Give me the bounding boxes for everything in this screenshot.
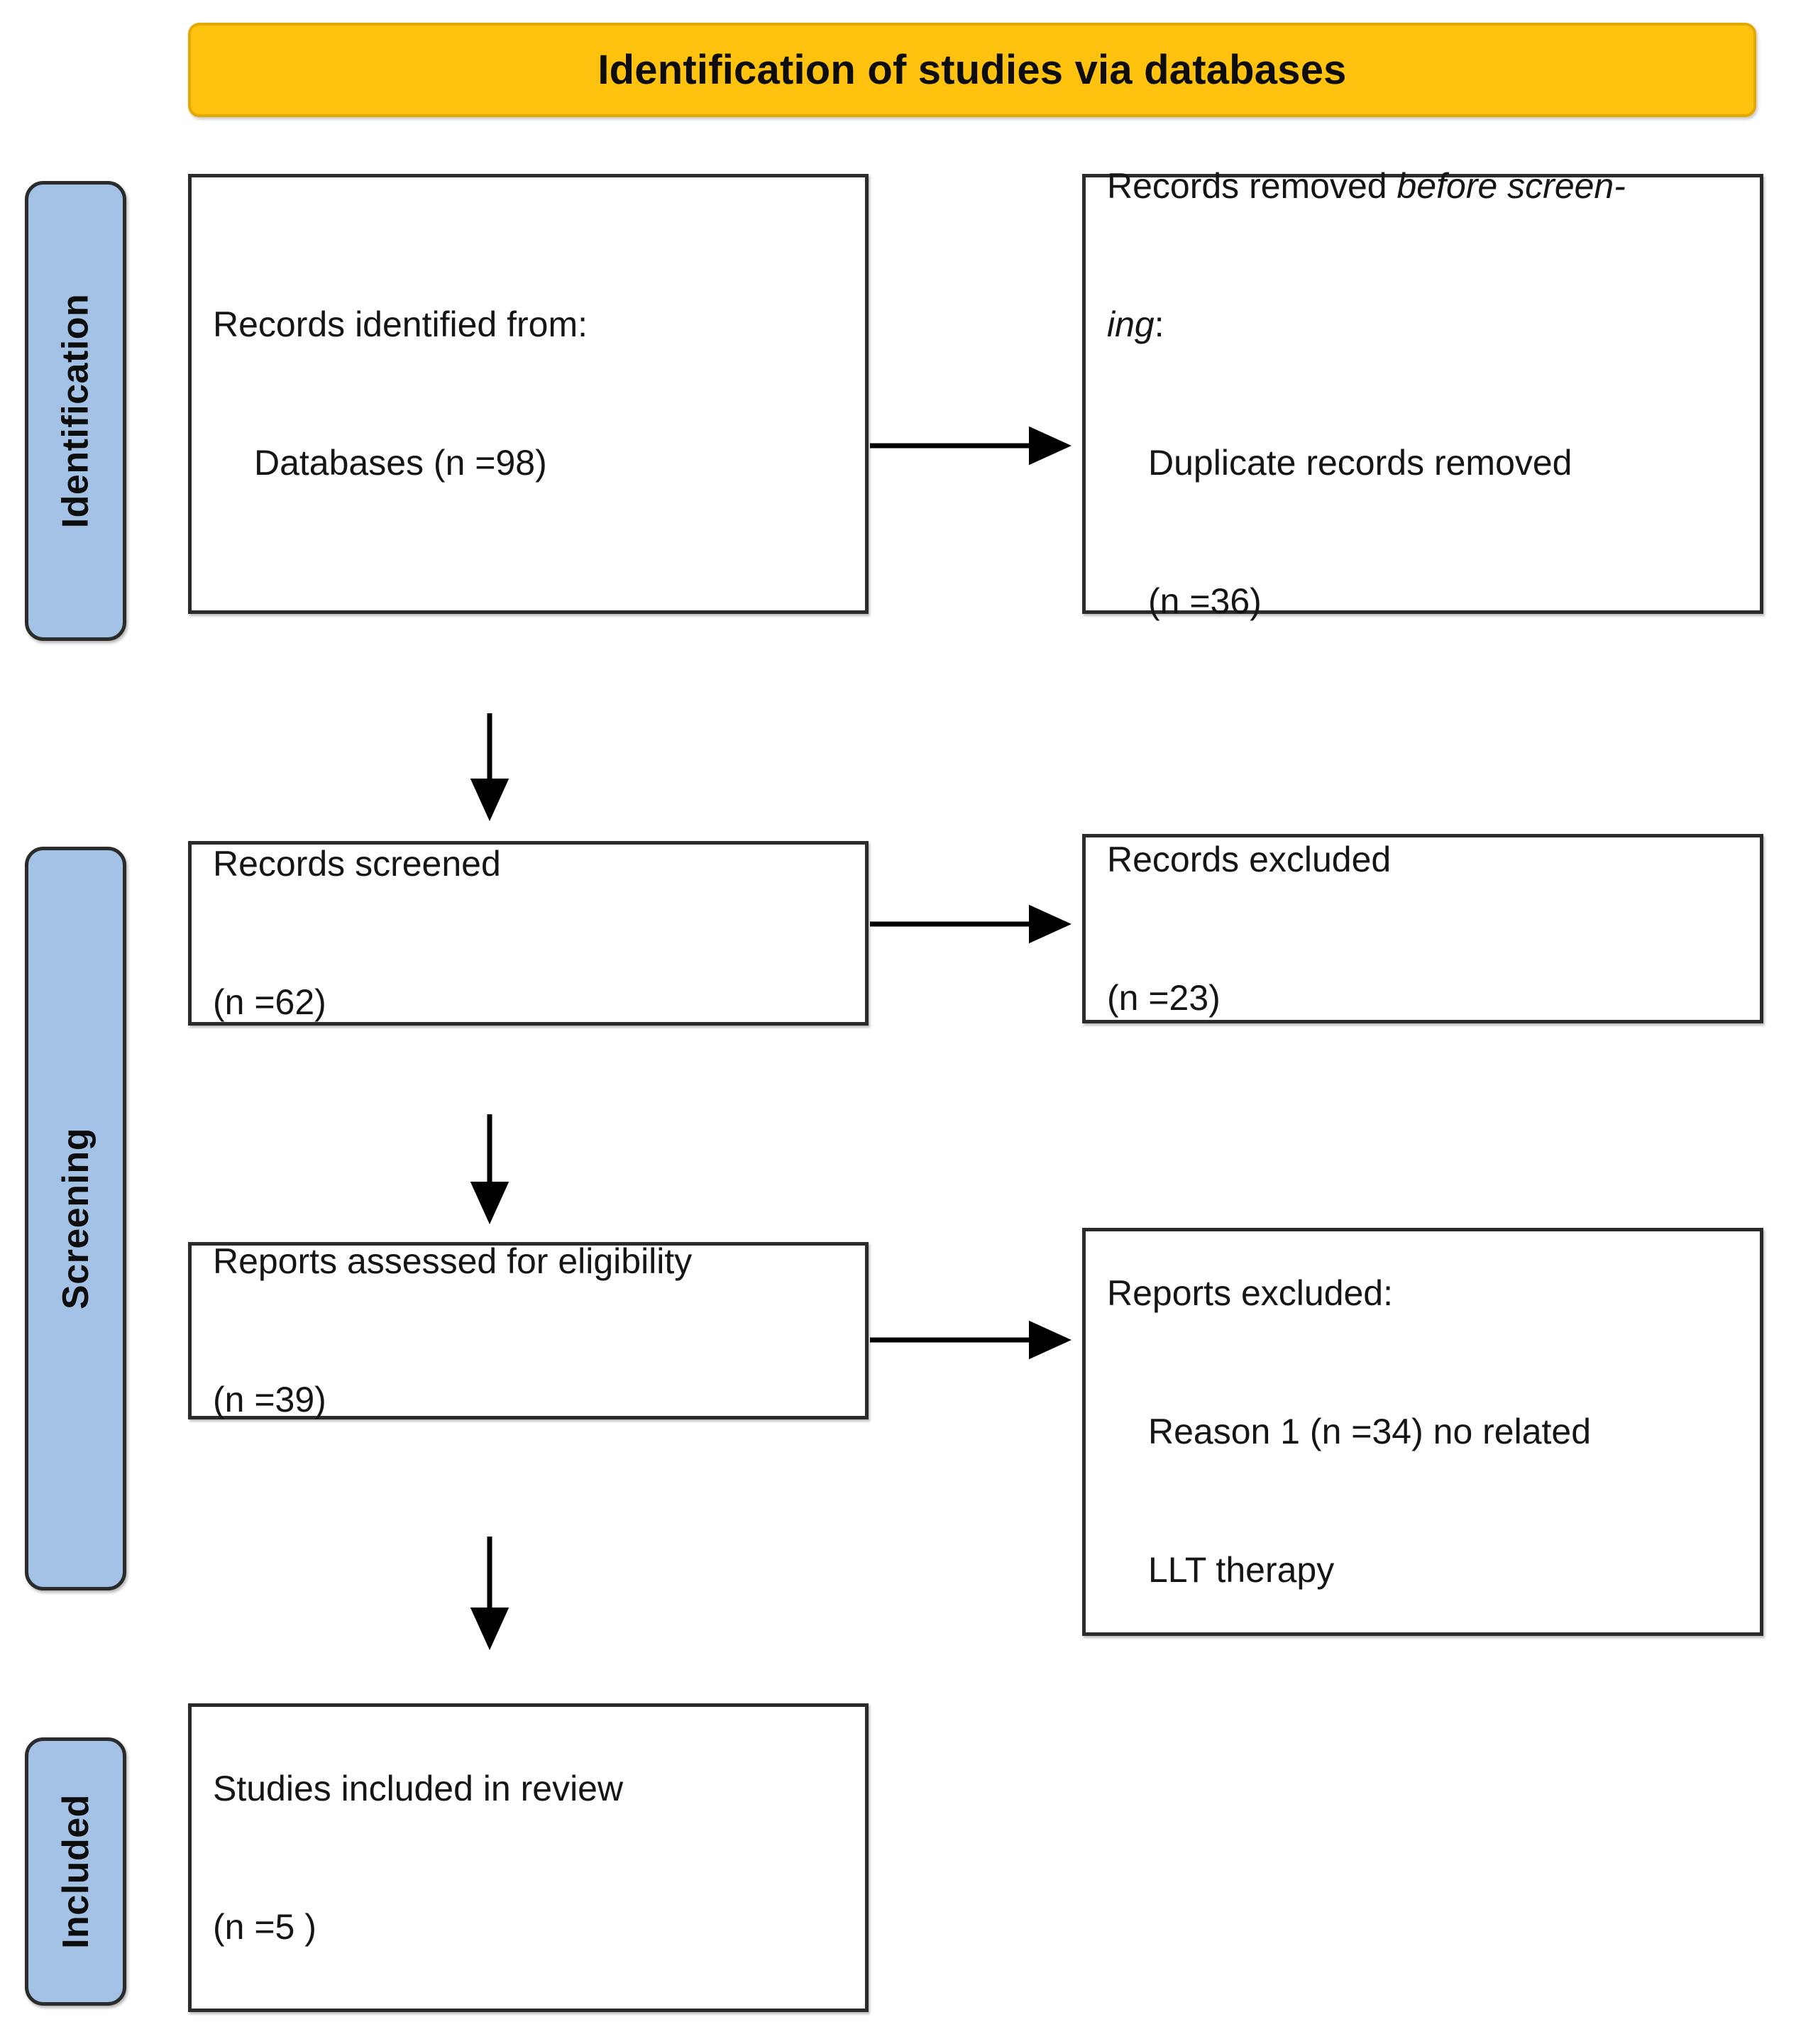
records-screened-label: Records screened (213, 844, 501, 884)
stage-tab-identification: Identification (25, 181, 126, 641)
diagram-header-banner: Identification of studies via databases (188, 23, 1756, 117)
box-studies-included-text: Studies included in review (n =5 ) (213, 1674, 844, 2043)
studies-included-count: (n =5 ) (213, 1906, 316, 1947)
duplicate-records-removed-count: (n =36) (1148, 581, 1262, 621)
records-removed-line-4: (n =36) (1107, 578, 1739, 625)
records-excluded-label: Records excluded (1107, 839, 1392, 879)
records-removed-colon: : (1154, 304, 1164, 344)
duplicate-records-removed-label: Duplicate records removed (1148, 443, 1572, 483)
box-records-identified: Records identified from: Databases (n =9… (188, 174, 869, 614)
records-removed-line-3: Duplicate records removed (1107, 440, 1739, 486)
box-records-removed-before-screening: Records removed before screen- ing: Dupl… (1082, 166, 1763, 621)
reports-excluded-reason-1-text: Reason 1 (n =34) no related (1148, 1412, 1592, 1451)
box-studies-included-in-review: Studies included in review (n =5 ) (188, 1703, 869, 2012)
box-reports-assessed-for-eligibility: Reports assessed for eligibility (n =39) (188, 1241, 869, 1419)
reports-excluded-reason-1-cont: LLT therapy (1107, 1547, 1739, 1593)
stage-tab-included: Included (25, 1737, 126, 2006)
box-reports-excluded: Reports excluded: Reason 1 (n =34) no re… (1082, 1228, 1763, 1636)
box-records-excluded-text: Records excluded (n =23) (1107, 744, 1739, 1114)
reports-excluded-reason-1: Reason 1 (n =34) no related (1107, 1409, 1739, 1455)
reports-assessed-label: Reports assessed for eligibility (213, 1241, 693, 1281)
records-removed-emphasis-2: ing (1107, 304, 1155, 344)
box-reports-assessed-text: Reports assessed for eligibility (n =39) (213, 1146, 844, 1515)
studies-included-label: Studies included in review (213, 1768, 624, 1808)
page-title: Identification of studies via databases (597, 46, 1347, 93)
records-removed-line-2: ing: (1107, 302, 1739, 348)
records-excluded-count: (n =23) (1107, 977, 1221, 1018)
stage-tab-screening: Screening (25, 847, 126, 1590)
box-records-identified-text: Records identified from: Databases (n =9… (213, 209, 844, 578)
records-removed-emphasis-1: before screen- (1396, 166, 1626, 206)
records-screened-count: (n =62) (213, 982, 326, 1022)
box-records-screened-text: Records screened (n =62) (213, 749, 844, 1118)
box-records-removed-text: Records removed before screen- ing: Dupl… (1107, 71, 1739, 717)
records-identified-line-2: Databases (n =98) (213, 440, 844, 486)
reports-excluded-label: Reports excluded: (1107, 1273, 1394, 1313)
records-identified-databases-count: Databases (n =98) (254, 443, 547, 483)
box-reports-excluded-text: Reports excluded: Reason 1 (n =34) no re… (1107, 1178, 1739, 1686)
records-removed-line-1: Records removed before screen- (1107, 163, 1739, 209)
records-removed-prefix: Records removed (1107, 166, 1397, 206)
box-records-excluded: Records excluded (n =23) (1082, 834, 1763, 1023)
records-identified-line-1: Records identified from: (213, 304, 588, 344)
reports-excluded-reason-1-cont-text: LLT therapy (1148, 1550, 1335, 1590)
reports-assessed-count: (n =39) (213, 1380, 326, 1419)
box-records-screened: Records screened (n =62) (188, 841, 869, 1026)
